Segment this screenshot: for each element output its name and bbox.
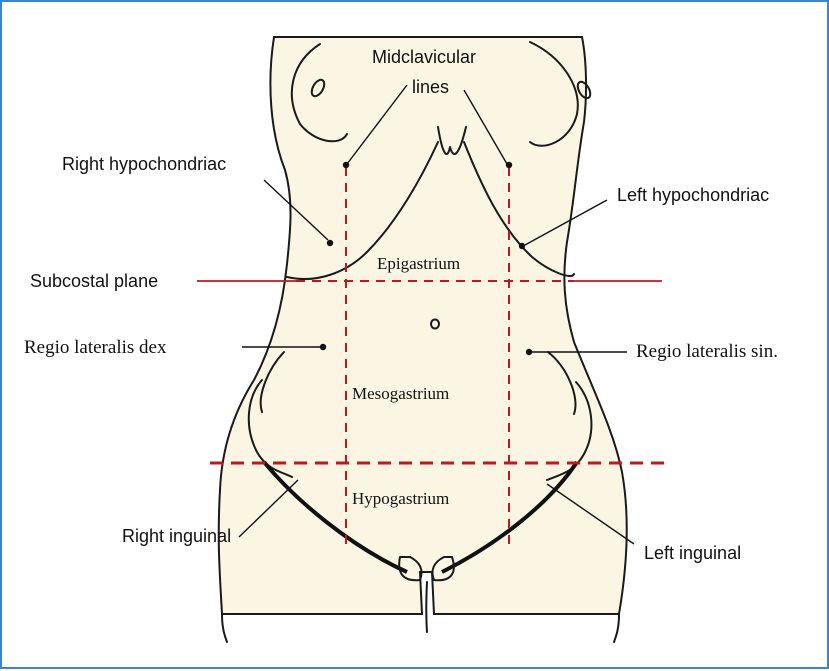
regio-lateralis-sin-dot	[526, 349, 532, 355]
midclavicular-label-line2: lines	[412, 77, 449, 97]
regio-lateralis-dex-dot	[320, 344, 326, 350]
right-hypochondriac-dot	[327, 240, 333, 246]
left-hypochondriac-label: Left hypochondriac	[617, 185, 769, 205]
torso-outline	[219, 37, 627, 614]
midclavicular-dot-right	[343, 162, 349, 168]
midclavicular-dot-left	[506, 162, 512, 168]
left-thigh	[614, 614, 619, 642]
epigastrium-label: Epigastrium	[377, 254, 460, 273]
right-hypochondriac-label: Right hypochondriac	[62, 154, 226, 174]
thigh-split	[426, 582, 427, 632]
mesogastrium-label: Mesogastrium	[352, 384, 449, 403]
right-thigh	[222, 614, 227, 642]
regio-lateralis-sin-label: Regio lateralis sin.	[636, 341, 778, 362]
left-inguinal-label: Left inguinal	[644, 543, 741, 563]
left-hypochondriac-dot	[519, 243, 525, 249]
regio-lateralis-dex-label: Regio lateralis dex	[24, 337, 167, 358]
hypogastrium-label: Hypogastrium	[352, 489, 449, 508]
subcostal-plane-label: Subcostal plane	[30, 271, 158, 291]
right-inguinal-label: Right inguinal	[122, 526, 231, 546]
torso-figure	[219, 37, 627, 642]
midclavicular-label-line1: Midclavicular	[372, 47, 476, 67]
